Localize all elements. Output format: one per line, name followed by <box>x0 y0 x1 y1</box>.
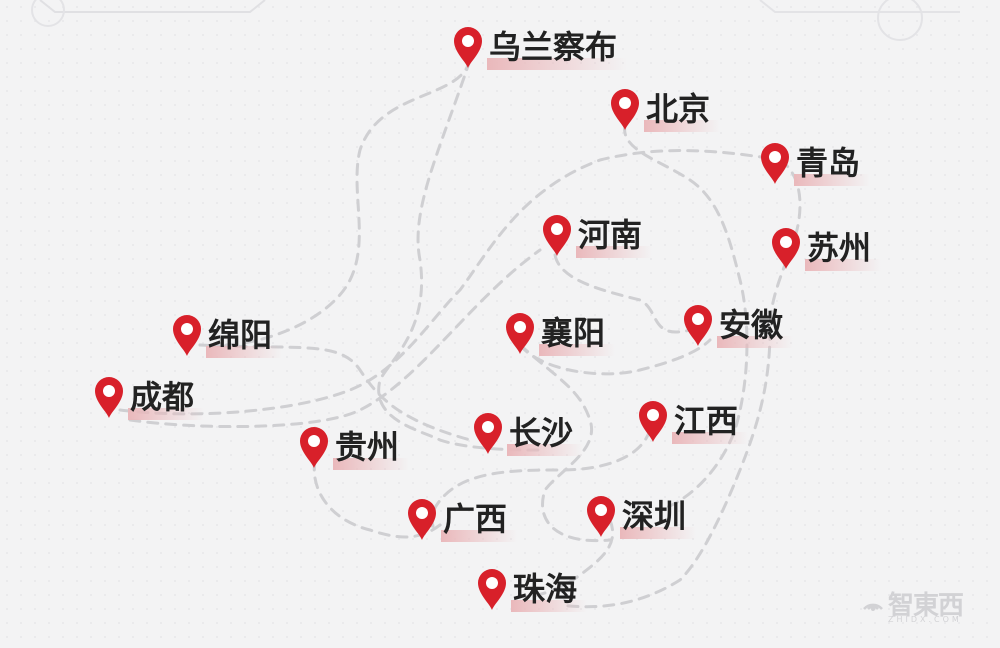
city-label: 贵州 <box>332 428 410 470</box>
location-pin-icon <box>543 215 571 256</box>
route-line <box>623 123 749 512</box>
route-line <box>198 58 472 348</box>
city-label: 广西 <box>440 500 518 542</box>
city-label: 深圳 <box>619 497 697 539</box>
watermark-logo: 智東西 ZHIDX.COM <box>860 585 980 625</box>
city-marker-guangxi[interactable]: 广西 <box>405 496 518 542</box>
route-line <box>518 338 712 376</box>
location-pin-icon <box>474 413 502 454</box>
route-line <box>518 343 612 543</box>
location-pin-icon <box>408 499 436 540</box>
city-marker-wulanchabu[interactable]: 乌兰察布 <box>451 24 628 70</box>
city-label: 青岛 <box>793 144 871 186</box>
city-marker-chengdu[interactable]: 成都 <box>92 374 205 420</box>
route-line <box>518 518 615 598</box>
location-pin-icon <box>611 89 639 130</box>
city-marker-zhuhai[interactable]: 珠海 <box>475 566 588 612</box>
city-label: 珠海 <box>510 570 588 612</box>
city-marker-henan[interactable]: 河南 <box>540 212 653 258</box>
city-marker-beijing[interactable]: 北京 <box>608 86 721 132</box>
city-marker-jiangxi[interactable]: 江西 <box>636 398 749 444</box>
location-pin-icon <box>478 569 506 610</box>
city-marker-xiangyang[interactable]: 襄阳 <box>503 310 616 356</box>
watermark-subtext: ZHIDX.COM <box>888 615 962 624</box>
location-pin-icon <box>454 27 482 68</box>
city-label: 乌兰察布 <box>486 28 628 70</box>
city-marker-shenzhen[interactable]: 深圳 <box>584 493 697 539</box>
city-marker-qingdao[interactable]: 青岛 <box>758 140 871 186</box>
route-line <box>553 253 692 334</box>
city-label: 苏州 <box>804 229 882 271</box>
location-pin-icon <box>761 143 789 184</box>
location-pin-icon <box>639 401 667 442</box>
location-pin-icon <box>95 377 123 418</box>
city-label: 江西 <box>671 402 749 444</box>
city-label: 襄阳 <box>538 314 616 356</box>
watermark-brand: 智東西 <box>888 591 964 621</box>
city-marker-anhui[interactable]: 安徽 <box>681 302 794 348</box>
city-marker-suzhou[interactable]: 苏州 <box>769 225 882 271</box>
city-label: 河南 <box>575 216 653 258</box>
location-pin-icon <box>300 427 328 468</box>
location-pin-icon <box>684 305 712 346</box>
city-label: 安徽 <box>716 306 794 348</box>
city-label: 长沙 <box>506 414 584 456</box>
city-label: 成都 <box>127 378 205 420</box>
location-pin-icon <box>772 228 800 269</box>
route-line <box>118 149 782 416</box>
city-label: 北京 <box>643 90 721 132</box>
signal-icon <box>863 603 883 611</box>
route-line <box>128 248 542 429</box>
location-pin-icon <box>587 496 615 537</box>
location-pin-icon <box>173 315 201 356</box>
city-marker-changsha[interactable]: 长沙 <box>471 410 584 456</box>
route-line <box>377 58 542 452</box>
city-marker-guizhou[interactable]: 贵州 <box>297 424 410 470</box>
location-pin-icon <box>506 313 534 354</box>
city-label: 绵阳 <box>205 316 283 358</box>
city-marker-mianyang[interactable]: 绵阳 <box>170 312 283 358</box>
